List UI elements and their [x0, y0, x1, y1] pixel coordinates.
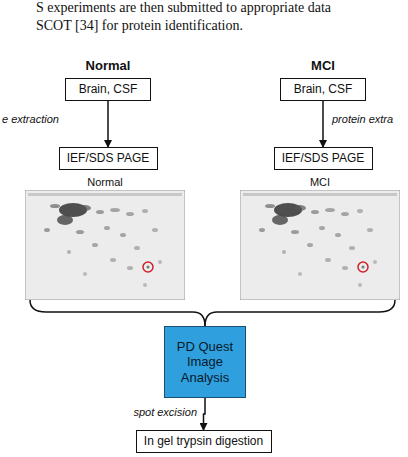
merge-bracket — [30, 300, 205, 326]
gel-image — [240, 190, 400, 300]
node-text: IEF/SDS PAGE — [282, 151, 364, 165]
process-box: In gel trypsin digestion — [136, 430, 272, 453]
group-heading: Normal — [86, 58, 131, 73]
paper-text: S experiments are then submitted to appr… — [36, 0, 331, 16]
flow-arrow — [204, 398, 206, 430]
gel-panel: Normal — [25, 176, 185, 300]
edge-label: protein extra — [332, 113, 393, 125]
gel-image — [25, 190, 185, 300]
flow-arrow — [322, 101, 324, 147]
sample-box: Brain, CSF — [65, 78, 151, 101]
process-box: IEF/SDS PAGE — [59, 147, 158, 170]
gel-panel: MCI — [240, 176, 400, 300]
flow-arrow — [107, 101, 109, 147]
sample-box: Brain, CSF — [280, 78, 366, 101]
node-text: MCI — [240, 176, 400, 188]
merge-bracket — [205, 300, 395, 326]
node-text: IEF/SDS PAGE — [67, 151, 149, 165]
node-text: Brain, CSF — [79, 82, 138, 96]
paper-text: SCOT [34] for protein identification. — [36, 18, 243, 34]
edge-label: e extraction — [2, 113, 59, 125]
node-text: In gel trypsin digestion — [144, 434, 263, 448]
edge-label: spot excision — [133, 406, 197, 418]
node-text: Brain, CSF — [294, 82, 353, 96]
group-heading: MCI — [311, 58, 335, 73]
process-box: IEF/SDS PAGE — [274, 147, 373, 170]
node-text: Normal — [25, 176, 185, 188]
node-text: PD Quest Image Analysis — [171, 339, 239, 386]
analysis-box: PD Quest Image Analysis — [164, 326, 246, 398]
